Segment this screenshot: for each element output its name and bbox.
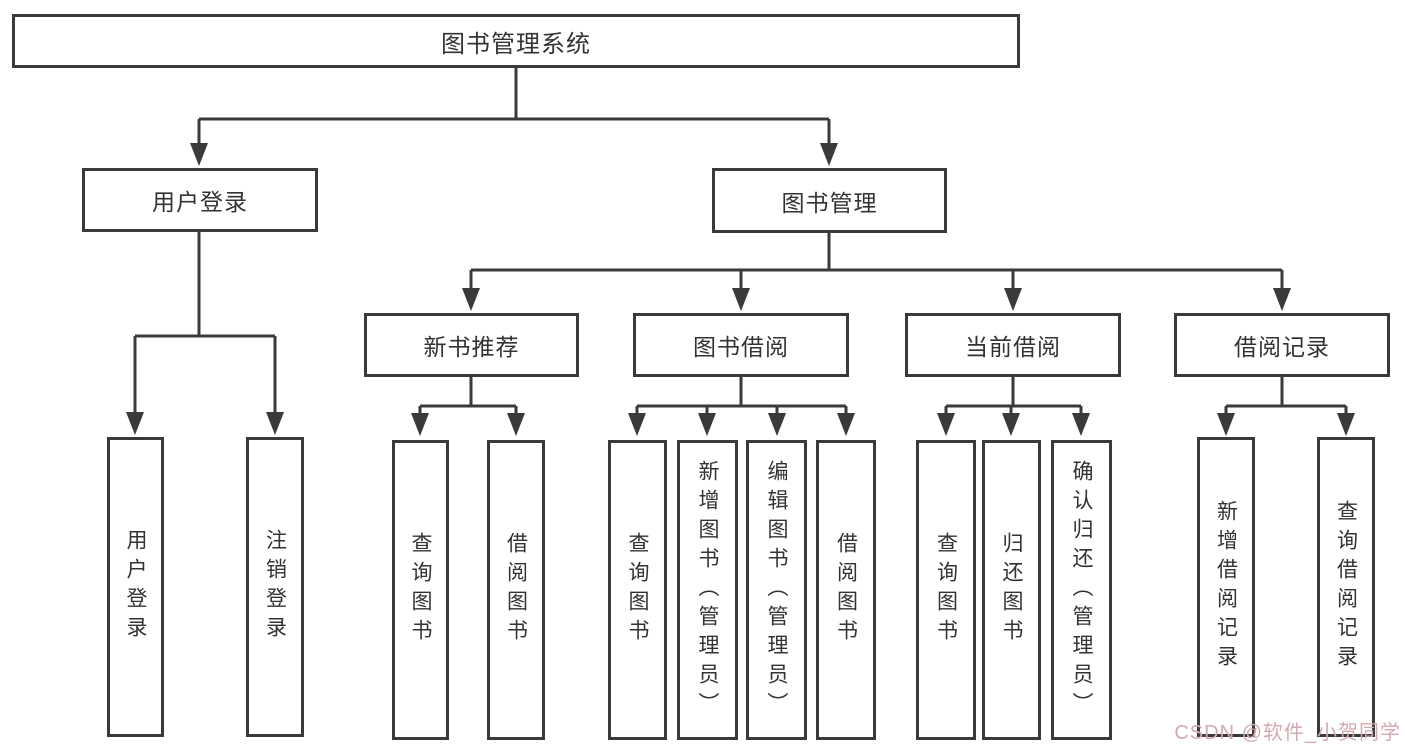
node-newbook-query-label: 查询图书 (409, 532, 432, 648)
node-root: 图书管理系统 (12, 14, 1020, 68)
node-records-add-label: 新增借阅记录 (1214, 500, 1238, 674)
node-login: 用户登录 (107, 437, 164, 737)
arrowheads (126, 143, 1355, 436)
node-current-query: 查询图书 (916, 440, 976, 740)
node-book-mgmt-label: 图书管理 (781, 189, 878, 216)
node-current-confirm-label: 确认归还（管理员） (1070, 459, 1093, 721)
node-borrow-add: 新增图书（管理员） (677, 440, 738, 740)
node-login-label: 用户登录 (124, 529, 147, 645)
node-current-return: 归还图书 (982, 440, 1041, 740)
node-book-mgmt: 图书管理 (712, 168, 947, 233)
node-borrow-book-label: 借阅图书 (834, 532, 858, 648)
node-logout: 注销登录 (246, 437, 304, 737)
node-current-confirm: 确认归还（管理员） (1051, 440, 1112, 740)
node-records: 借阅记录 (1174, 313, 1390, 377)
watermark: CSDN @软件_小贺同学 (1174, 722, 1401, 744)
node-records-query-label: 查询借阅记录 (1334, 500, 1358, 674)
node-records-query: 查询借阅记录 (1317, 437, 1375, 737)
node-borrow: 图书借阅 (633, 313, 849, 377)
node-current-label: 当前借阅 (965, 334, 1061, 360)
node-current-return-label: 归还图书 (1000, 532, 1023, 648)
node-borrow-add-label: 新增图书（管理员） (696, 459, 719, 721)
node-new-book-label: 新书推荐 (423, 334, 520, 360)
node-current: 当前借阅 (905, 313, 1121, 377)
node-user-login: 用户登录 (82, 168, 318, 232)
node-borrow-book: 借阅图书 (816, 440, 876, 740)
node-newbook-borrow-label: 借阅图书 (504, 532, 528, 648)
node-records-label: 借阅记录 (1234, 334, 1330, 360)
node-borrow-query-label: 查询图书 (626, 532, 649, 648)
node-records-add: 新增借阅记录 (1197, 437, 1255, 737)
node-newbook-borrow: 借阅图书 (487, 440, 545, 740)
node-new-book: 新书推荐 (364, 313, 579, 377)
node-borrow-label: 图书借阅 (693, 334, 789, 360)
node-current-query-label: 查询图书 (934, 532, 958, 648)
node-borrow-edit-label: 编辑图书（管理员） (765, 459, 788, 721)
node-logout-label: 注销登录 (263, 529, 287, 645)
node-borrow-query: 查询图书 (608, 440, 667, 740)
node-borrow-edit: 编辑图书（管理员） (746, 440, 807, 740)
node-user-login-label: 用户登录 (152, 189, 248, 215)
node-newbook-query: 查询图书 (392, 440, 449, 740)
node-root-label: 图书管理系统 (441, 30, 591, 58)
